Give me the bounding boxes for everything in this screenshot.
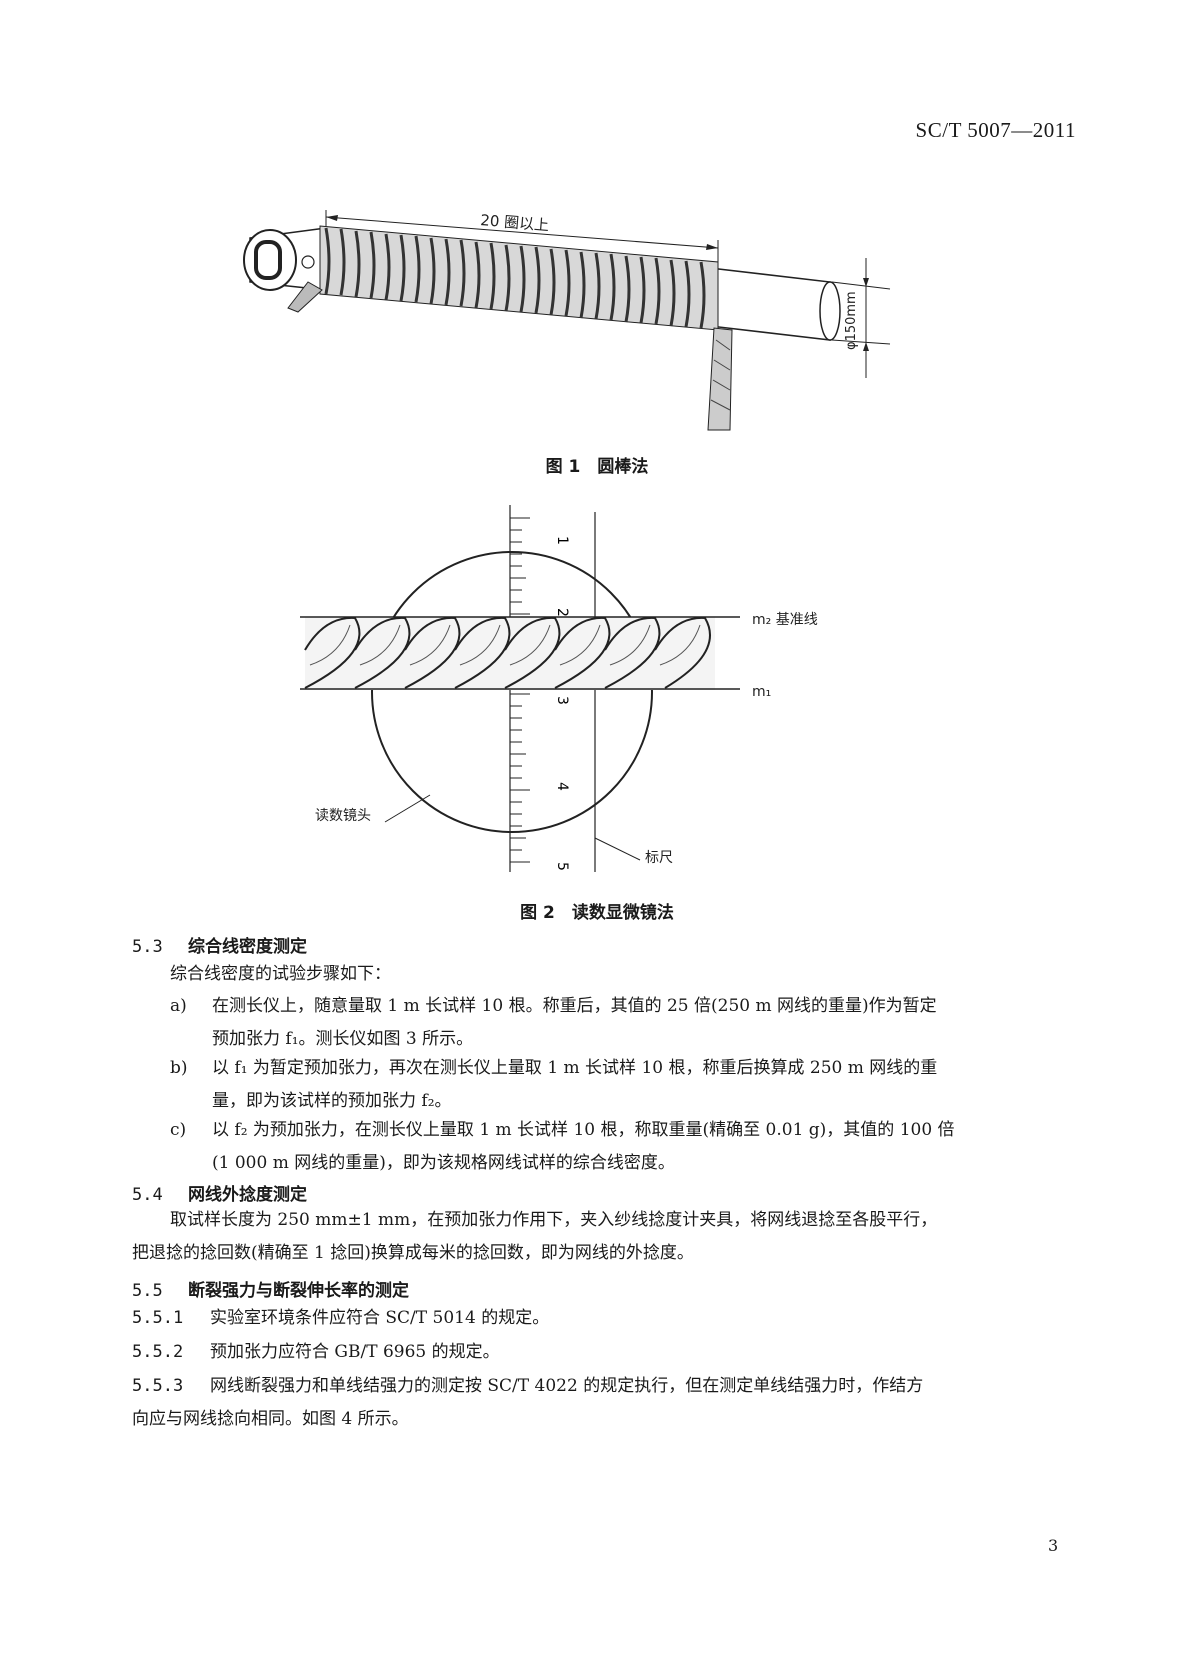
list-marker: b)	[170, 1058, 188, 1078]
list-text-line2: 预加张力 f₁。测长仪如图 3 所示。	[212, 1029, 474, 1049]
section-title: 综合线密度测定	[188, 937, 307, 957]
fig2-scale-mark-4: 4	[554, 782, 570, 791]
section-number: 5.5	[132, 1281, 163, 1301]
fig2-label-scale: 标尺	[645, 850, 673, 866]
section-5-5-1: 5.5.1 实验室环境条件应符合 SC/T 5014 的规定。	[132, 1302, 1072, 1335]
list-text-line1: 在测长仪上，随意量取 1 m 长试样 10 根。称重后，其值的 25 倍(250…	[212, 996, 937, 1016]
list-marker: a)	[170, 996, 187, 1016]
document-code: SC/T 5007—2011	[915, 118, 1076, 142]
fig2-label-m2-baseline: m₂ 基准线	[752, 611, 818, 628]
fig2-label-m1: m₁	[752, 684, 771, 700]
section-5-3-intro: 综合线密度的试验步骤如下：	[170, 964, 391, 984]
list-item-a: a) 在测长仪上，随意量取 1 m 长试样 10 根。称重后，其值的 25 倍(…	[170, 990, 1070, 1056]
fig1-wound-coils	[319, 225, 719, 331]
fig2-twisted-yarn	[300, 616, 740, 690]
section-number: 5.3	[132, 937, 163, 957]
fig2-label-lens: 读数镜头	[315, 807, 371, 824]
clause-text: 实验室环境条件应符合 SC/T 5014 的规定。	[210, 1308, 550, 1328]
section-5-5-2: 5.5.2 预加张力应符合 GB/T 6965 的规定。	[132, 1336, 1072, 1369]
section-title: 断裂强力与断裂伸长率的测定	[188, 1281, 409, 1301]
section-5-5-3: 5.5.3 网线断裂强力和单线结强力的测定按 SC/T 4022 的规定执行，但在…	[132, 1370, 1072, 1436]
fig2-scale-mark-5: 5	[554, 862, 570, 871]
section-5-3-heading: 5.3 综合线密度测定	[132, 932, 307, 957]
clause-number: 5.5.3	[132, 1376, 184, 1396]
list-marker: c)	[170, 1120, 187, 1140]
clause-number: 5.5.2	[132, 1342, 184, 1362]
section-5-4-body: 取试样长度为 250 mm±1 mm，在预加张力作用下，夹入纱线捻度计夹具，将网…	[132, 1204, 1072, 1270]
fig1-diameter-label: φ150mm	[844, 291, 859, 350]
figure-1-caption: 图 1 圆棒法	[545, 457, 649, 477]
list-text-line2: (1 000 m 网线的重量)，即为该规格网线试样的综合线密度。	[212, 1153, 675, 1173]
section-5-4-heading: 5.4 网线外捻度测定	[132, 1180, 307, 1205]
figure-2-caption: 图 2 读数显微镜法	[520, 903, 674, 923]
fig1-dimension-label: 20 圈以上	[480, 211, 550, 234]
clause-number: 5.5.1	[132, 1308, 184, 1328]
section-5-5-heading: 5.5 断裂强力与断裂伸长率的测定	[132, 1276, 409, 1301]
section-number: 5.4	[132, 1185, 163, 1205]
fig2-scale-ticks	[510, 517, 530, 863]
clause-text-line2: 向应与网线捻向相同。如图 4 所示。	[132, 1409, 409, 1429]
fig2-scale-mark-3: 3	[554, 696, 570, 705]
section-title: 网线外捻度测定	[188, 1185, 307, 1205]
page-number: 3	[1048, 1536, 1059, 1555]
paragraph-line2: 把退捻的捻回数(精确至 1 捻回)换算成每米的捻回数，即为网线的外捻度。	[132, 1243, 694, 1263]
figure-1-rod-diagram: 20 圈以上 φ150mm	[243, 210, 891, 431]
list-text-line1: 以 f₂ 为预加张力，在测长仪上量取 1 m 长试样 10 根，称取重量(精确至…	[212, 1120, 955, 1140]
clause-text: 预加张力应符合 GB/T 6965 的规定。	[210, 1342, 500, 1362]
list-item-c: c) 以 f₂ 为预加张力，在测长仪上量取 1 m 长试样 10 根，称取重量(…	[170, 1114, 1070, 1180]
list-text-line2: 量，即为该试样的预加张力 f₂。	[212, 1091, 452, 1111]
figure-2-microscope-diagram: 1 2 3 4 5 m₂ 基准线 m₁ 读数镜头 标尺	[300, 505, 818, 872]
list-item-b: b) 以 f₁ 为暂定预加张力，再次在测长仪上量取 1 m 长试样 10 根，称…	[170, 1052, 1070, 1118]
clause-text-line1: 网线断裂强力和单线结强力的测定按 SC/T 4022 的规定执行，但在测定单线结…	[210, 1376, 924, 1396]
fig2-scale-mark-1: 1	[554, 536, 570, 545]
list-text-line1: 以 f₁ 为暂定预加张力，再次在测长仪上量取 1 m 长试样 10 根，称重后换…	[212, 1058, 938, 1078]
paragraph-line1: 取试样长度为 250 mm±1 mm，在预加张力作用下，夹入纱线捻度计夹具，将网…	[170, 1210, 938, 1230]
fig2-scale-mark-2: 2	[554, 608, 570, 617]
